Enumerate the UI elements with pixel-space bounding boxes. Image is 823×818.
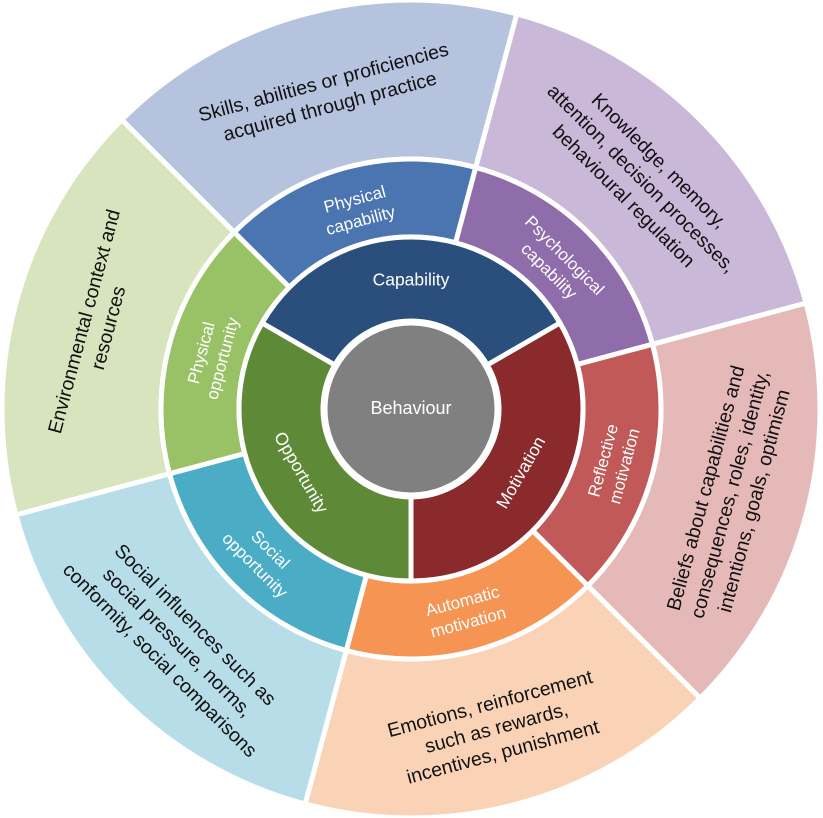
behaviour-center-circle: [322, 320, 500, 498]
physical-opportunity-label: Physicalopportunity: [181, 309, 243, 401]
center-hub: Behaviour: [322, 320, 500, 498]
capability-label: Capability: [373, 270, 450, 290]
behaviour-label: Behaviour: [370, 398, 451, 418]
